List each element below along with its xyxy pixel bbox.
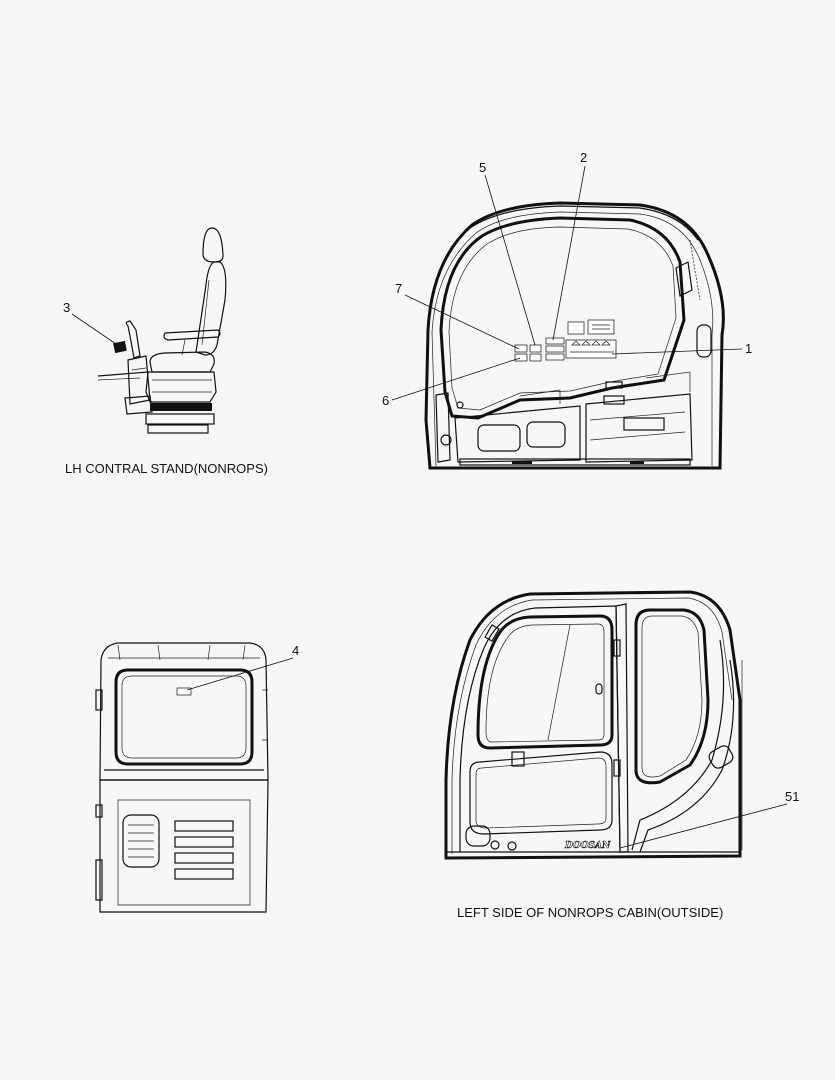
- callout-5: 5: [479, 160, 486, 175]
- cabin-rear-view: [95, 642, 269, 913]
- leader-4: [186, 657, 294, 691]
- cabin-outside-view: [444, 590, 743, 860]
- callout-3: 3: [63, 300, 70, 315]
- callout-4: 4: [292, 643, 299, 658]
- leader-1: [611, 348, 743, 355]
- seat-view: [97, 227, 227, 434]
- callout-7: 7: [395, 281, 402, 296]
- caption-seat: LH CONTRAL STAND(NONROPS): [65, 461, 268, 476]
- leader-2: [552, 165, 586, 341]
- leader-7: [404, 294, 520, 350]
- callout-2: 2: [580, 150, 587, 165]
- callout-1: 1: [745, 341, 752, 356]
- doosan-logo: DOOSAN: [564, 841, 611, 851]
- cabin-inside-view: [424, 201, 725, 470]
- caption-outside: LEFT SIDE OF NONROPS CABIN(OUTSIDE): [457, 905, 723, 920]
- leader-51: [619, 803, 788, 849]
- callout-51: 51: [785, 789, 799, 804]
- callout-6: 6: [382, 393, 389, 408]
- leader-6: [391, 357, 521, 401]
- leader-3: [71, 313, 117, 345]
- leader-5: [484, 174, 536, 346]
